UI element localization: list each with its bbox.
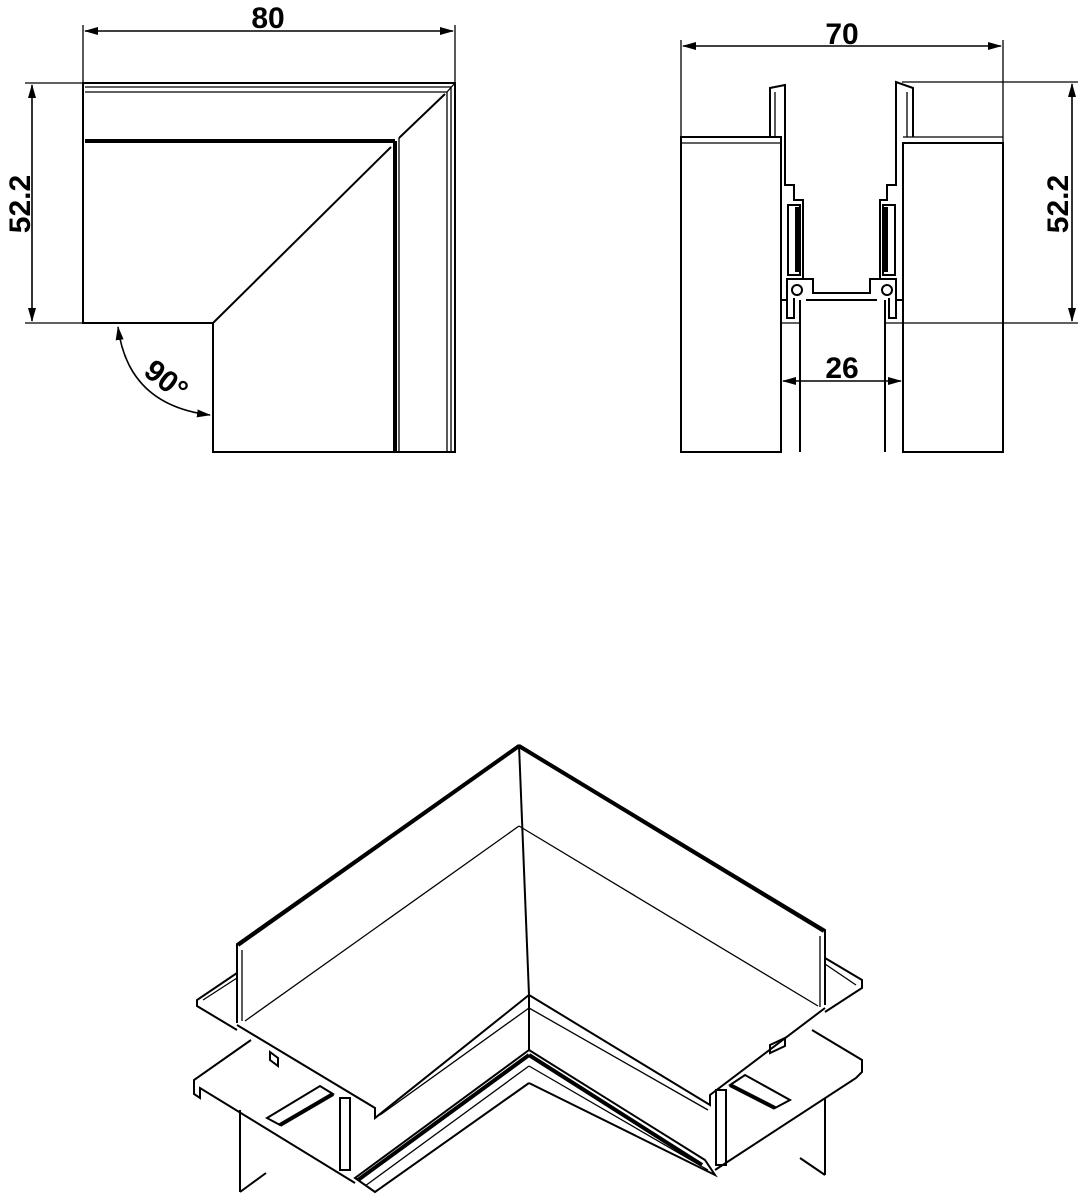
dim-label-70: 70 xyxy=(825,18,858,51)
dimension-52-2-right: 52.2 xyxy=(902,81,1078,324)
dim-label-90-degree: 90° xyxy=(138,354,194,408)
dimension-52-2-left: 52.2 xyxy=(4,82,83,324)
top-view: 80 52.2 90° xyxy=(4,2,456,453)
dimension-70: 70 xyxy=(680,18,1004,145)
section-view: 70 52.2 xyxy=(680,18,1078,453)
dimension-angle-90: 90° xyxy=(115,326,211,418)
dim-label-52-2-right: 52.2 xyxy=(1042,175,1075,233)
dim-label-26: 26 xyxy=(825,352,858,385)
dimension-26: 26 xyxy=(782,352,902,385)
dimension-80: 80 xyxy=(82,2,456,84)
dim-label-80: 80 xyxy=(251,2,284,35)
dim-label-52-2-left: 52.2 xyxy=(4,175,37,233)
isometric-view xyxy=(193,744,863,1194)
